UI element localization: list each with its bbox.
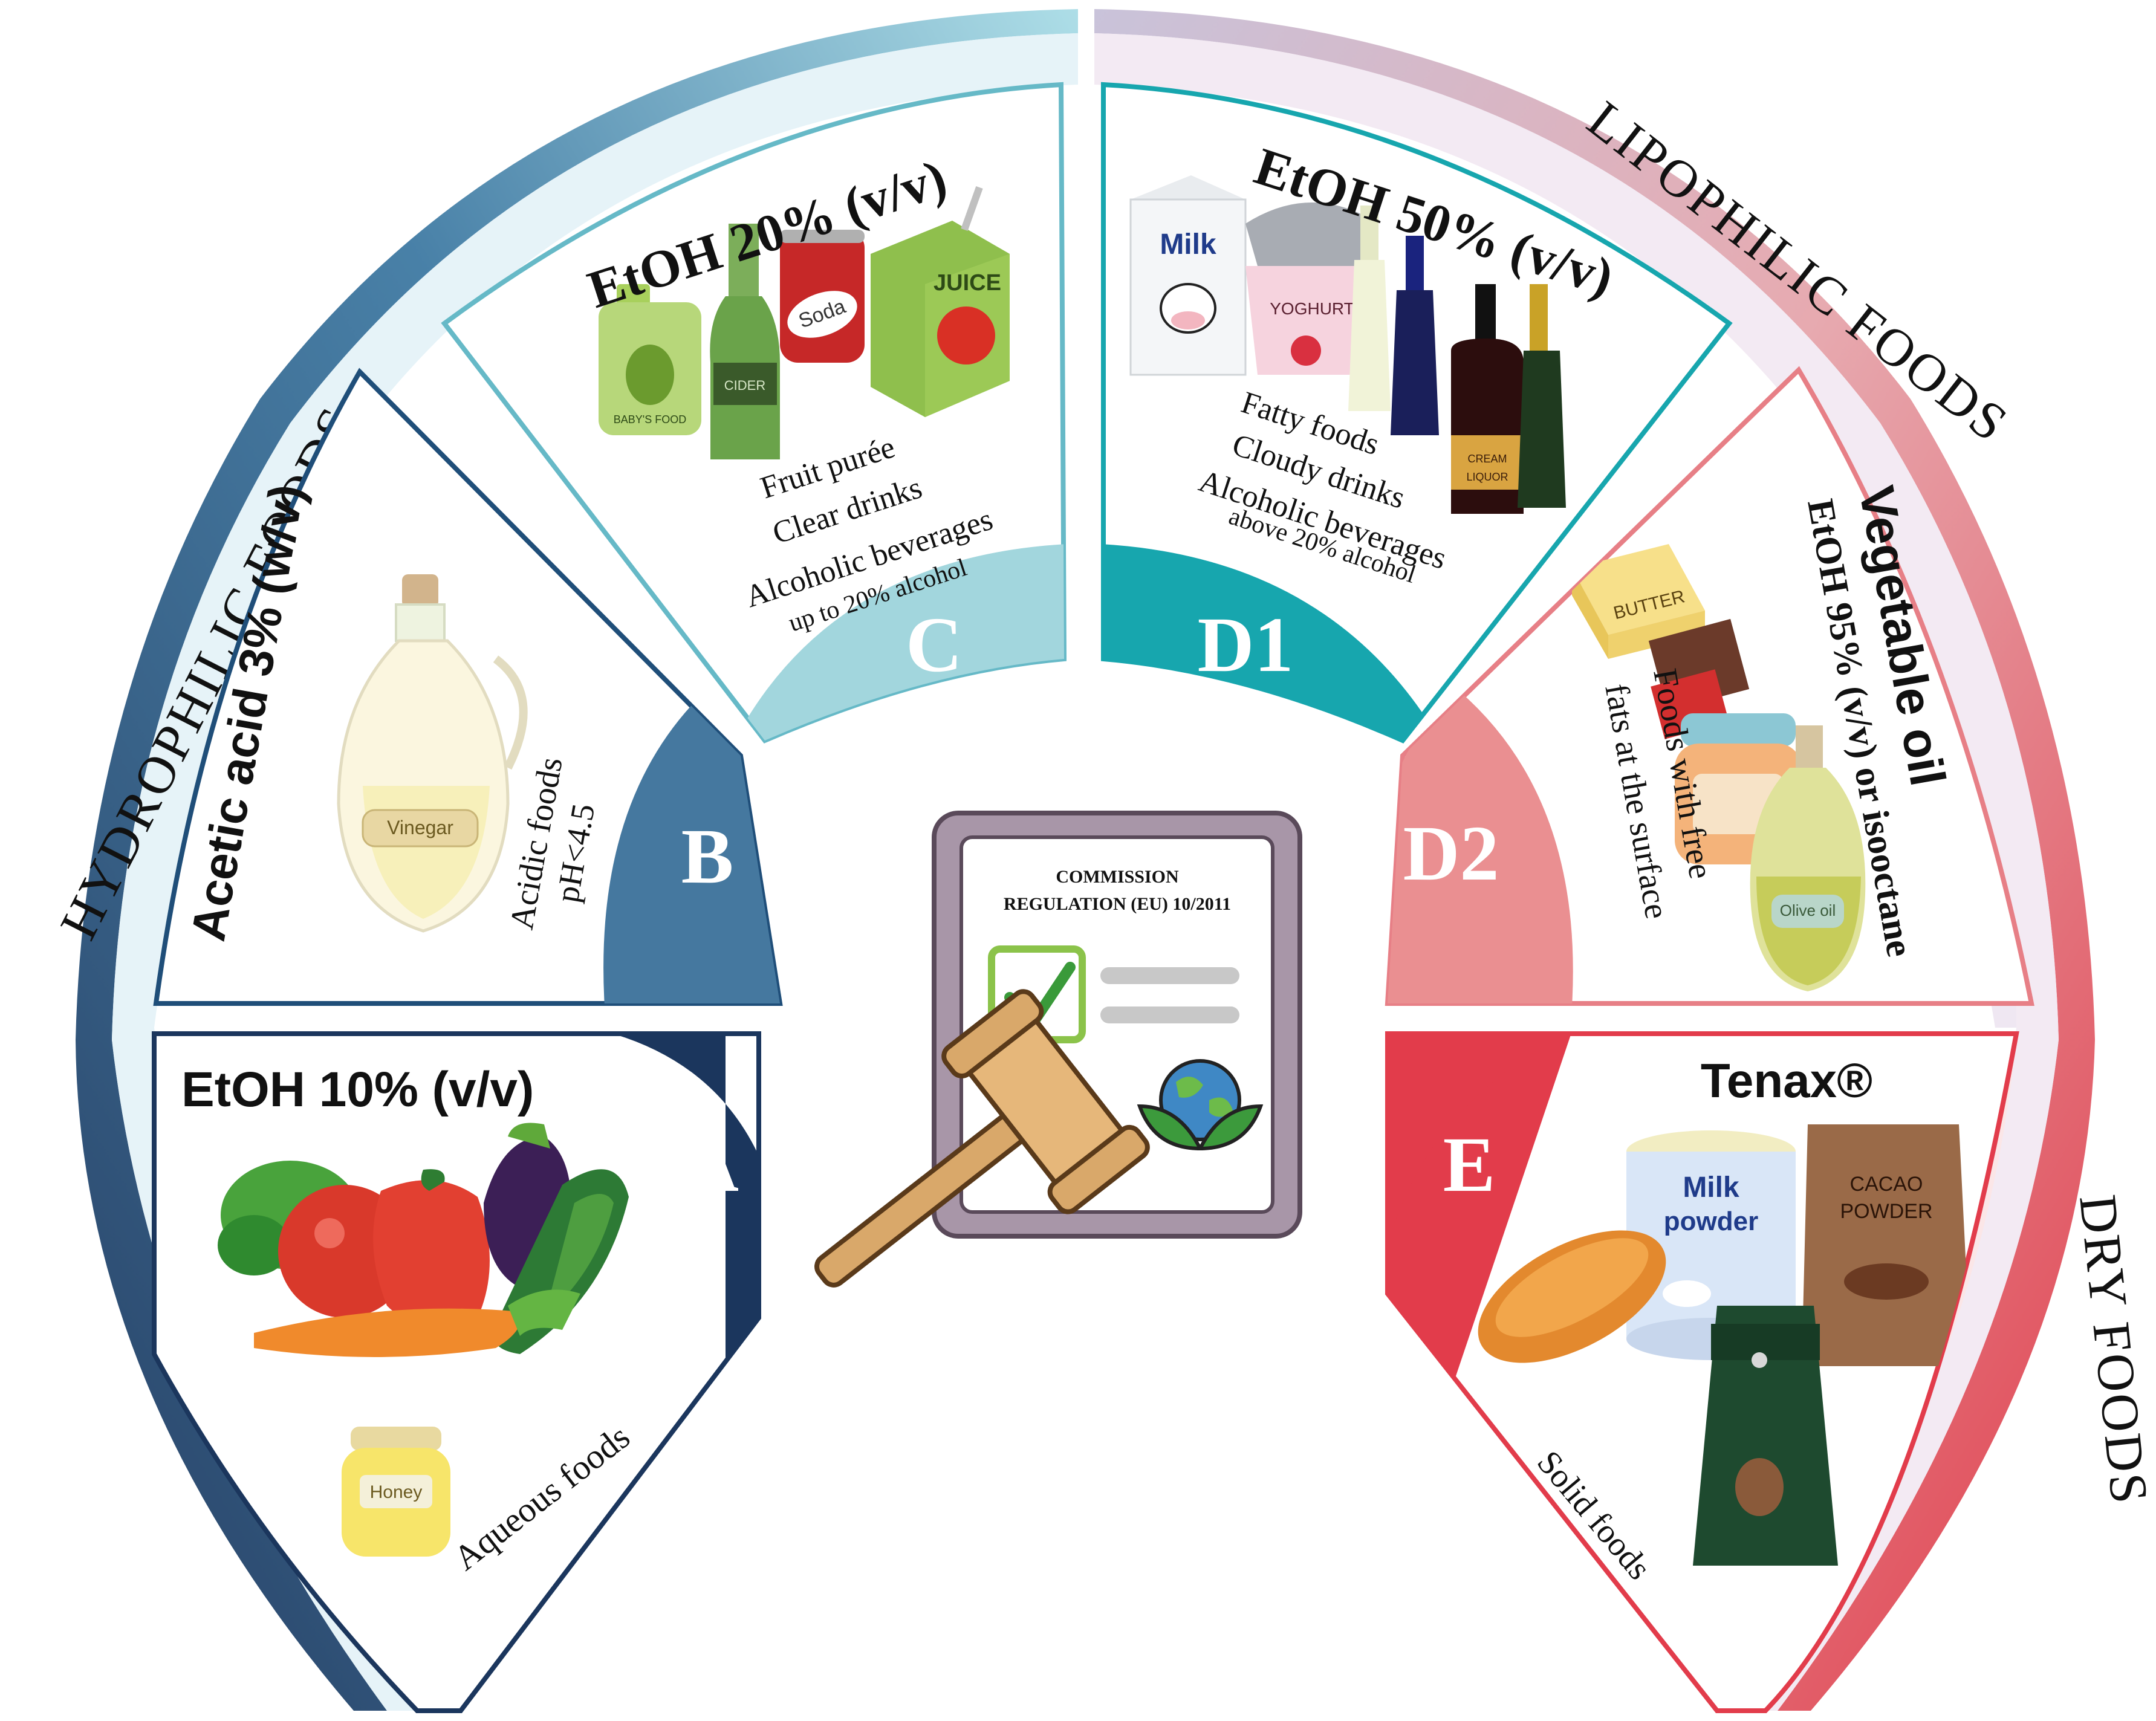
cacao-label-1: CACAO xyxy=(1850,1173,1923,1196)
tab-e-shape xyxy=(1388,1034,1572,1390)
baby-food-pouch-illustration: BABY'S FOOD xyxy=(599,284,701,435)
document-line-1 xyxy=(1100,967,1239,984)
cider-label: CIDER xyxy=(724,378,765,393)
tab-d2-letter: D2 xyxy=(1403,810,1499,897)
panel-d1: Milk YOGHURT CREAM LIQUOR xyxy=(1101,82,1733,744)
milk-label: Milk xyxy=(1160,228,1216,261)
juice-label: JUICE xyxy=(934,270,1001,296)
panel-e: Milk powder CACAO POWDER Tenax® S xyxy=(1385,1031,2019,1713)
milk-carton-illustration: Milk xyxy=(1129,175,1247,376)
panel-b: Vinegar Acetic acid 3% (w/v) Acidic food… xyxy=(153,368,783,1006)
soda-can-illustration: Soda xyxy=(780,230,865,363)
panel-a: Honey EtOH 10% (v/v) A Aqueous foods xyxy=(152,1031,761,1713)
tab-d1-letter: D1 xyxy=(1198,601,1294,689)
bread-loaf-illustration xyxy=(1478,1230,1666,1363)
vinegar-bottle-illustration: Vinegar xyxy=(337,574,528,933)
tab-c-letter: C xyxy=(906,601,963,689)
tab-a-letter: A xyxy=(682,1121,739,1208)
yoghurt-label: YOGHURT xyxy=(1270,299,1354,318)
yoghurt-cup-illustration: YOGHURT xyxy=(1245,203,1385,375)
milk-powder-label-1: Milk xyxy=(1683,1172,1739,1204)
baby-food-label: BABY'S FOOD xyxy=(614,413,686,426)
butter-illustration: BUTTER xyxy=(1572,544,1705,659)
tab-e-letter: E xyxy=(1443,1121,1496,1208)
tab-b-letter: B xyxy=(681,813,734,900)
cacao-powder-bag-illustration: CACAO POWDER xyxy=(1802,1124,1971,1366)
cream-label: CREAM xyxy=(1467,453,1507,465)
regulation-title-line2: REGULATION (EU) 10/2011 xyxy=(1004,894,1231,914)
regulation-title-line1: COMMISSION xyxy=(1056,867,1179,887)
cider-bottle-illustration: CIDER xyxy=(710,224,780,459)
simulant-e-label: Tenax® xyxy=(1701,1054,1872,1107)
juice-box-illustration: JUICE xyxy=(871,186,1010,417)
tab-d2-shape xyxy=(1388,689,1573,1003)
arc-label-dry: DRY FOODS xyxy=(2068,1192,2156,1508)
cacao-label-2: POWDER xyxy=(1840,1200,1933,1223)
earth-leaves-icon xyxy=(1137,1059,1264,1151)
gavel-icon xyxy=(814,989,1150,1288)
liquor-label: LIQUOR xyxy=(1466,471,1508,483)
olive-oil-label: Olive oil xyxy=(1780,901,1836,919)
wine-bottles-illustration: CREAM LIQUOR xyxy=(1348,206,1566,514)
document-line-2 xyxy=(1100,1006,1239,1023)
honey-jar-illustration: Honey xyxy=(342,1427,450,1557)
olive-oil-bottle-illustration: Olive oil xyxy=(1750,725,1866,991)
tab-a-shape xyxy=(605,1034,759,1390)
vinegar-label: Vinegar xyxy=(387,817,453,838)
vegetables-illustration xyxy=(218,1123,629,1357)
simulant-a-label: EtOH 10% (v/v) xyxy=(181,1062,534,1117)
milk-powder-label-2: powder xyxy=(1664,1207,1758,1236)
honey-label: Honey xyxy=(370,1482,423,1502)
panel-d2: BUTTER Olive oil Vegetable oil EtOH 95% … xyxy=(1385,366,2034,1006)
chocolate-illustration xyxy=(1648,618,1750,739)
coffee-bag-illustration xyxy=(1693,1306,1838,1566)
